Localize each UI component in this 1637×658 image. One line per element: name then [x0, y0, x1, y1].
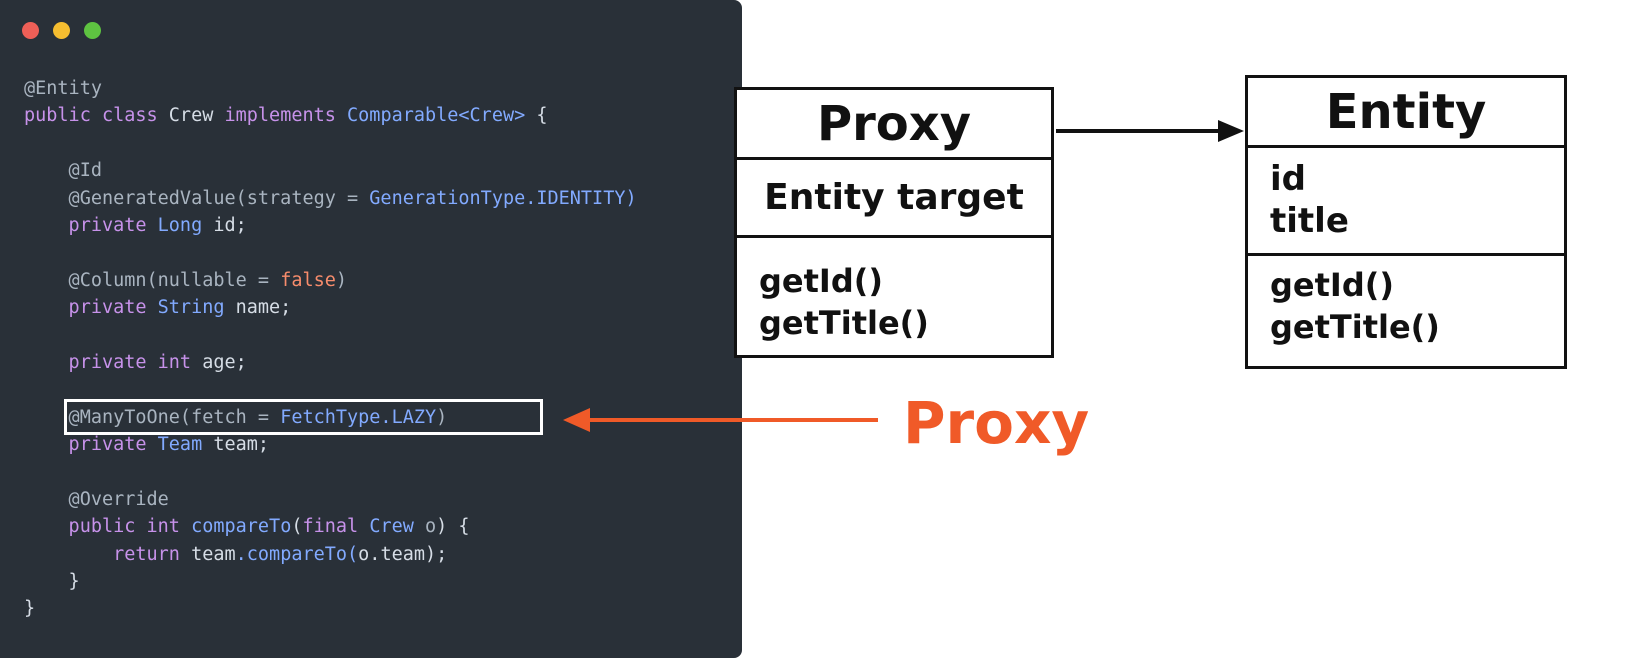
code-token: nullable = [157, 269, 281, 291]
code-line: public int compareTo(final Crew o) { [24, 513, 637, 540]
close-dot[interactable] [22, 22, 39, 39]
code-token: ) [335, 269, 348, 291]
code-token: ( [291, 516, 303, 538]
proxy-class-box: Proxy Entity target getId() getTitle() [734, 87, 1054, 358]
entity-class-fields: id title [1248, 148, 1564, 256]
proxy-class-title: Proxy [737, 90, 1051, 160]
proxy-method: getId() [759, 262, 883, 300]
minimize-dot[interactable] [53, 22, 70, 39]
code-token: fetch = [191, 406, 281, 428]
code-line: private int age; [24, 349, 637, 376]
code-token: public class [24, 105, 169, 127]
code-token: name; [235, 297, 292, 319]
code-token: private [24, 434, 158, 456]
code-token: @GeneratedValue( [24, 187, 247, 209]
code-token: ) [436, 406, 448, 428]
code-token: Crew [168, 105, 225, 127]
highlight-box [64, 399, 543, 435]
code-token: .IDENTITY) [525, 187, 637, 209]
code-token: ) { [436, 516, 470, 538]
code-line: return team.compareTo(o.team); [24, 541, 637, 568]
proxy-class-fields: Entity target [737, 160, 1051, 238]
code-line: @GeneratedValue(strategy = GenerationTyp… [24, 185, 637, 212]
code-token: final [302, 516, 370, 538]
code-token: int [146, 516, 192, 538]
code-token: @Column( [24, 269, 158, 291]
entity-field: title [1270, 201, 1349, 241]
entity-method: getTitle() [1270, 308, 1440, 346]
entity-method: getId() [1270, 266, 1394, 304]
maximize-dot[interactable] [84, 22, 101, 39]
proxy-class-methods: getId() getTitle() [737, 238, 1051, 344]
proxy-to-entity-arrow [1056, 120, 1244, 142]
code-token: @Override [24, 488, 169, 510]
code-token: o.team); [358, 543, 448, 565]
code-token: private [24, 351, 158, 373]
window-controls [22, 22, 101, 39]
code-line: @Id [24, 157, 637, 184]
code-token: Team [157, 434, 214, 456]
code-token: implements [224, 105, 348, 127]
code-token: strategy = [246, 187, 370, 209]
code-token: FetchType.LAZY [280, 406, 437, 428]
code-token: team; [213, 434, 270, 456]
entity-class-title: Entity [1248, 78, 1564, 148]
code-token: String [157, 297, 236, 319]
code-token: return [24, 543, 192, 565]
code-line: private Team team; [24, 431, 637, 458]
code-token: Long [157, 214, 214, 236]
code-token: int [157, 351, 203, 373]
code-line: private String name; [24, 294, 637, 321]
code-line: } [24, 568, 637, 595]
code-token: Crew [369, 516, 426, 538]
code-token: id; [213, 214, 247, 236]
code-token: private [24, 214, 158, 236]
code-line: @Override [24, 486, 637, 513]
code-token: { [525, 105, 548, 127]
code-line: private Long id; [24, 212, 637, 239]
code-token: false [280, 269, 336, 291]
code-token: .compareTo( [235, 543, 359, 565]
code-line: @ManyToOne(fetch = FetchType.LAZY) [24, 404, 637, 431]
code-line: @Entity [24, 75, 637, 102]
proxy-class-field: Entity target [764, 177, 1024, 218]
code-token: @Entity [24, 78, 102, 99]
entity-class-methods: getId() getTitle() [1248, 256, 1564, 348]
code-token: team [191, 543, 236, 565]
code-token: public [24, 516, 147, 538]
proxy-pointer-arrow [563, 408, 878, 432]
code-editor-window: @Entity public class Crew implements Comp… [0, 0, 742, 658]
proxy-method: getTitle() [759, 304, 929, 342]
code-token: o [425, 516, 437, 538]
code-token: @ManyToOne( [24, 406, 192, 428]
code-token: compareTo [191, 516, 292, 538]
code-token: private [24, 297, 158, 319]
code-line: public class Crew implements Comparable<… [24, 102, 637, 129]
code-token: GenerationType [369, 187, 526, 209]
code-token: age; [202, 351, 247, 373]
code-token: Comparable<Crew> [347, 105, 526, 127]
code-token: @Id [24, 160, 102, 182]
entity-field: id [1270, 159, 1306, 199]
code-token: } [24, 571, 80, 593]
code-block: @Entity public class Crew implements Comp… [24, 75, 637, 623]
proxy-label: Proxy [903, 389, 1090, 457]
code-line: @Column(nullable = false) [24, 267, 637, 294]
code-line: } [24, 595, 637, 622]
code-token: } [24, 598, 36, 620]
entity-class-box: Entity id title getId() getTitle() [1245, 75, 1567, 369]
